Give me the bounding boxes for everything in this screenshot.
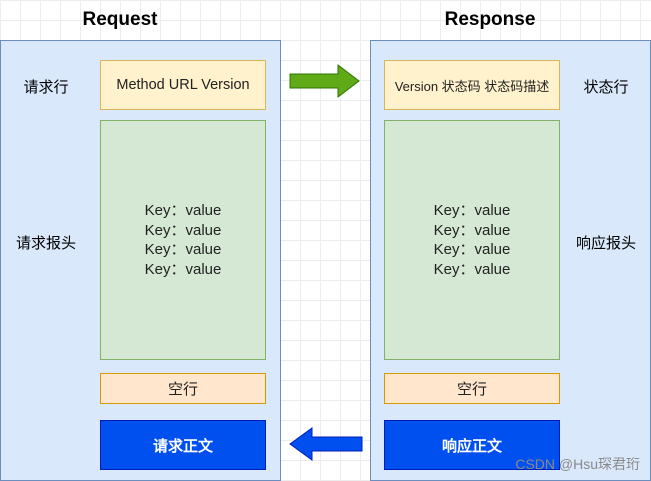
request-heading: Request — [82, 9, 158, 30]
request-header-row: Key：value — [144, 241, 222, 258]
request-line-label: 请求行 — [23, 79, 69, 96]
request-header-row: Key：value — [144, 221, 222, 239]
request-headers-label: 请求报头 — [15, 235, 76, 252]
request-body: 请求正文 — [100, 420, 266, 470]
response-headers-label: 响应报头 — [575, 235, 636, 252]
csdn-watermark: CSDN @Hsu琛君珩 — [515, 456, 640, 472]
response-header-row: Key：value — [433, 221, 511, 239]
request-header-row: Key：value — [144, 260, 222, 278]
status-line-label: 状态行 — [583, 79, 629, 96]
request-blank-line: 空行 — [100, 373, 266, 404]
request-line-box: Method URL Version — [100, 60, 266, 110]
response-heading: Response — [444, 9, 536, 30]
status-line-box: Version 状态码 状态码描述 — [384, 60, 560, 110]
response-headers-box: Key：value Key：value Key：value Key：value — [384, 120, 560, 360]
request-header-row: Key：value — [144, 202, 222, 219]
response-header-row: Key：value — [433, 241, 511, 258]
response-header-row: Key：value — [433, 202, 511, 219]
response-body: 响应正文 — [384, 420, 560, 470]
response-blank-line: 空行 — [384, 373, 560, 404]
response-header-row: Key：value — [433, 260, 511, 278]
request-to-response-arrow — [288, 63, 362, 99]
request-headers-box: Key：value Key：value Key：value Key：value — [100, 120, 266, 360]
response-to-request-arrow — [288, 426, 364, 462]
